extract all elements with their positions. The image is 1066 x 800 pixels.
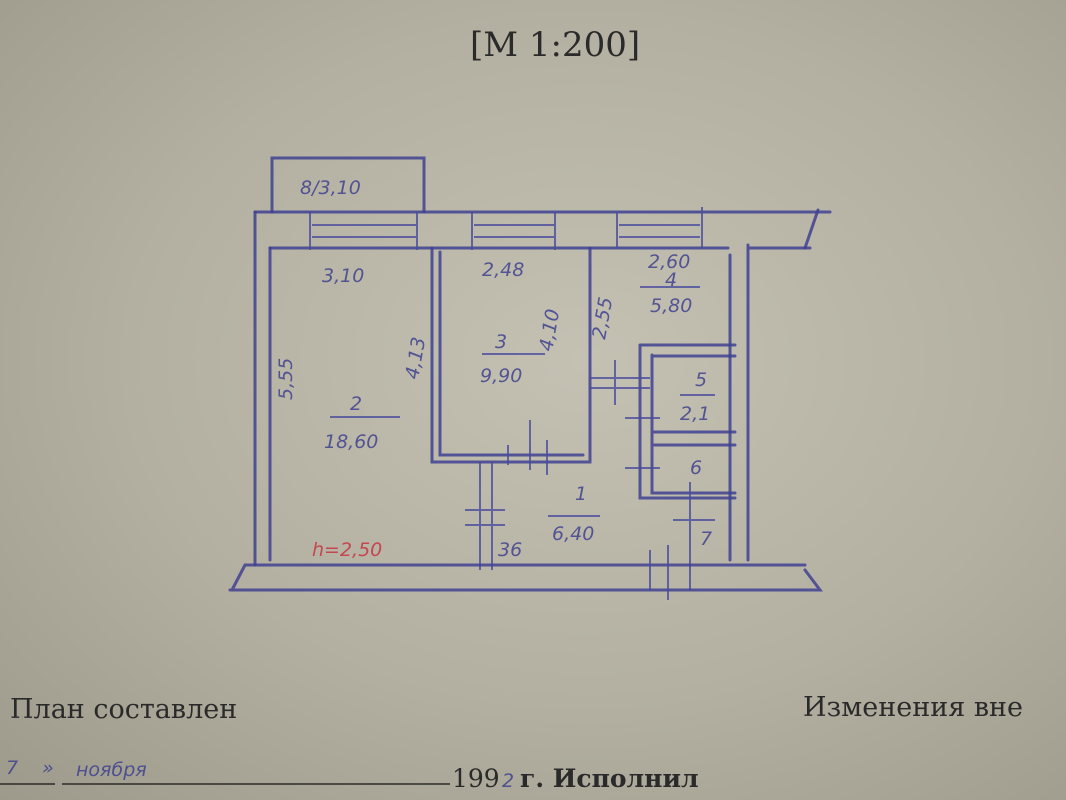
plan-made-label: План составлен <box>10 694 237 725</box>
room2-width: 3,10 <box>322 265 364 287</box>
room2-number: 2 <box>350 393 362 415</box>
room4-area: 5,80 <box>650 295 692 317</box>
balcony-outline <box>270 156 426 214</box>
room2-inner: 4,13 <box>401 335 430 380</box>
room2-area: 18,60 <box>324 431 378 453</box>
year-suffix: 2 <box>502 770 514 792</box>
plan-labels: 8/3,10 3,10 5,55 4,13 2 18,60 2,48 4,10 … <box>275 177 715 561</box>
date-day: 7 <box>6 757 18 779</box>
scale-label: [М 1:200] <box>470 25 640 65</box>
room3-number: 3 <box>495 331 507 353</box>
room7-number: 7 <box>700 528 712 550</box>
bottom-wall <box>228 563 823 592</box>
changes-label: Изменения вне <box>803 692 1023 723</box>
room5-number: 5 <box>695 369 707 391</box>
top-wall <box>253 210 832 250</box>
footer: План составлен Изменения вне 7 » ноября … <box>0 692 1023 793</box>
room1-number: 1 <box>575 483 587 505</box>
date-month: ноября <box>76 759 147 781</box>
date-quote: » <box>42 757 54 779</box>
room4-width: 2,60 <box>648 251 690 273</box>
year-prefix: 199 <box>452 764 500 793</box>
ceiling-height: h=2,50 <box>312 539 382 561</box>
break-mark <box>803 208 820 250</box>
room3-area: 9,90 <box>480 365 522 387</box>
executed-label: г. Исполнил <box>520 764 699 793</box>
room3-walls <box>430 246 592 464</box>
room6-number: 6 <box>690 457 702 479</box>
room1-area: 6,40 <box>552 523 594 545</box>
door-width: 36 <box>498 539 522 561</box>
room4-number: 4 <box>665 269 677 291</box>
balcony-label: 8/3,10 <box>300 177 361 199</box>
room2-length: 5,55 <box>275 358 297 400</box>
walls <box>228 156 832 600</box>
bathroom-walls <box>638 343 737 500</box>
windows <box>309 207 703 250</box>
room4-length: 2,55 <box>588 295 617 340</box>
left-wall <box>253 210 272 567</box>
room5-area: 2,1 <box>680 403 710 425</box>
right-wall <box>728 243 812 562</box>
room3-length: 4,10 <box>535 307 564 352</box>
room3-width: 2,48 <box>482 259 524 281</box>
